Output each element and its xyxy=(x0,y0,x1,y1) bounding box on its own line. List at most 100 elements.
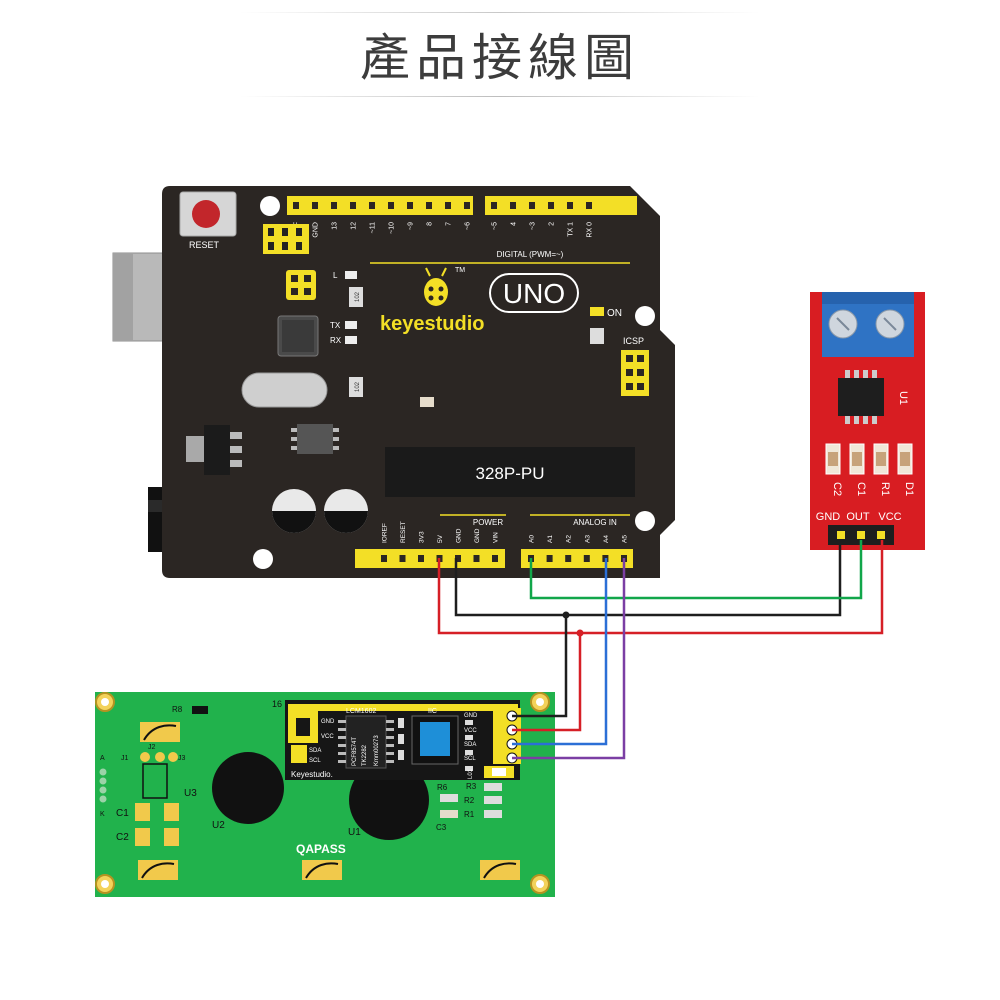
power-pin-label: GND xyxy=(474,528,481,543)
header-pin xyxy=(312,202,318,209)
analog-header xyxy=(521,549,633,568)
chip-text-2: TK2282 xyxy=(362,744,368,766)
module-pin-sda: SDA xyxy=(309,748,321,754)
header-pin xyxy=(464,202,470,209)
j3-label: J3 xyxy=(178,755,186,762)
uno-badge xyxy=(489,273,579,313)
power-label: POWER xyxy=(473,518,503,527)
header-pin xyxy=(426,202,432,209)
reset-label: RESET xyxy=(189,240,220,250)
potentiometer xyxy=(140,722,180,742)
header-pin xyxy=(399,555,406,562)
header-pin xyxy=(473,555,480,562)
pad xyxy=(302,860,342,880)
contrast-pot-knob xyxy=(420,722,450,756)
resistor-code: 102 xyxy=(355,381,361,392)
usb-chip-face xyxy=(282,320,314,352)
digital-pin-label: 7 xyxy=(446,222,453,226)
k-label: K xyxy=(100,811,105,818)
wire-red-5v-vcc xyxy=(437,540,884,732)
analog-pin-label: A2 xyxy=(566,535,573,543)
l-led-label: L xyxy=(333,271,338,280)
resistor xyxy=(590,328,604,344)
power-pin-label: IOREF xyxy=(382,523,389,543)
r2-label: R2 xyxy=(464,796,475,805)
sensor-pin-label: VCC xyxy=(878,511,901,523)
model-label: UNO xyxy=(503,278,565,309)
header-pin xyxy=(586,202,592,209)
jumper-block xyxy=(286,270,316,300)
header-pin xyxy=(455,555,461,562)
header-pin xyxy=(407,202,413,209)
header-pin xyxy=(445,202,451,209)
header-pin xyxy=(583,555,590,562)
mount-hole xyxy=(253,549,273,569)
mount-hole xyxy=(260,196,280,216)
analog-pin-label: A4 xyxy=(603,535,610,543)
wires xyxy=(437,540,884,760)
analog-pin-label: A3 xyxy=(584,535,591,543)
icsp2-pins xyxy=(268,228,302,250)
on-label: ON xyxy=(607,308,622,319)
resistor-code: 102 xyxy=(355,291,361,302)
wire-black-gnd xyxy=(454,540,842,718)
digital-pin-label: ~6 xyxy=(465,222,472,230)
tx-led-label: TX xyxy=(330,321,341,330)
analog-pin-label: A1 xyxy=(547,535,554,543)
c3-label: C3 xyxy=(436,823,447,832)
header-pin xyxy=(546,555,553,562)
header-pin xyxy=(388,202,394,209)
page-title: 產品接線圖 xyxy=(360,29,640,87)
header-pin xyxy=(492,555,498,562)
wire-junctions xyxy=(562,611,584,637)
icsp-label: ICSP xyxy=(623,336,644,346)
u2-label: U2 xyxy=(212,820,225,831)
sensor-component-label: C2 xyxy=(831,482,843,496)
analog-pin-label: A0 xyxy=(529,535,536,543)
module-pin-gnd: GND xyxy=(321,719,335,725)
crystal xyxy=(241,372,328,408)
a-label: A xyxy=(100,755,105,762)
power-pin-label: GND xyxy=(456,528,463,543)
sensor-component-label: C1 xyxy=(855,482,867,496)
reset-button-cap xyxy=(192,200,220,228)
mount-hole xyxy=(635,306,655,326)
digital-pin-label: ~3 xyxy=(530,222,537,230)
voltage-regulator xyxy=(204,425,230,475)
sensor-component-body xyxy=(900,452,910,466)
digital-pin-label: ~5 xyxy=(492,222,499,230)
sensor-ic-label: U1 xyxy=(897,391,909,405)
sensor-pin-label: GND xyxy=(816,511,841,523)
iic-label: IIC xyxy=(428,708,437,715)
lcd-pin-vcc: VCC xyxy=(464,728,477,734)
power-header xyxy=(355,549,505,568)
small-ic xyxy=(297,424,333,454)
mount-hole xyxy=(635,511,655,531)
digital-pin-label: 13 xyxy=(332,222,339,230)
r3-label: R3 xyxy=(466,782,477,791)
u3-label: U3 xyxy=(184,788,197,799)
title-rule-bottom xyxy=(240,96,760,97)
digital-pin-label: TX 1 xyxy=(568,222,575,237)
digital-pin-label: 8 xyxy=(427,222,434,226)
digital-pin-label: RX 0 xyxy=(587,222,594,238)
digital-pin-label: GND xyxy=(313,222,320,238)
regulator-tab xyxy=(186,436,204,462)
wire-blue-a4-sda xyxy=(512,558,608,746)
trademark: TM xyxy=(455,267,465,274)
power-pin-label: RESET xyxy=(400,521,407,543)
header-pin xyxy=(548,202,554,209)
analog-pin-label: A5 xyxy=(622,535,629,543)
analog-label: ANALOG IN xyxy=(573,518,617,527)
on-led xyxy=(590,307,604,316)
lcm-model: LCM1602 xyxy=(346,708,376,715)
u1-label: U1 xyxy=(348,827,361,838)
c2-label: C2 xyxy=(116,832,129,843)
icsp-header xyxy=(621,350,649,396)
keyestudio-logo-icon xyxy=(424,267,448,306)
sensor-component-label: R1 xyxy=(879,482,891,496)
